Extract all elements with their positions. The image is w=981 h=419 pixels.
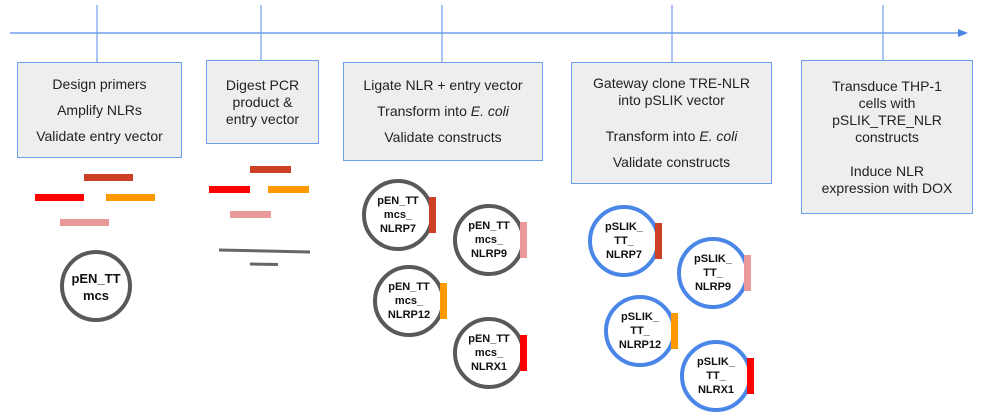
pslik-construct-label-line: pSLIK_: [697, 356, 735, 368]
digested-fragment-nlrp9: [230, 211, 271, 218]
entry-construct-label-line: pEN_TT: [388, 281, 430, 293]
step-box-5: Transduce THP-1 cells with pSLIK_TRE_NLR…: [801, 60, 973, 214]
entry-construct-label-nlrp12: pEN_TT mcs_ NLRP12: [374, 280, 444, 322]
step-1-line-2: Amplify NLRs: [57, 101, 142, 118]
step-box-2: Digest PCR product & entry vector: [206, 60, 319, 144]
pslik-construct-insert-nlrx1: [747, 358, 754, 394]
step-5-line-4: constructs: [855, 128, 919, 145]
arrow-right-icon: [958, 29, 968, 37]
entry-construct-label-line: mcs_: [474, 234, 504, 246]
entry-vector-plasmid: [60, 250, 132, 322]
pslik-construct-label-nlrp12: pSLIK_ TT_ NLRP12: [605, 310, 675, 352]
entry-vector-label-line-2: mcs: [82, 288, 110, 303]
entry-construct-label-line: pEN_TT: [377, 195, 419, 207]
entry-construct-label-line: NLRX1: [470, 361, 508, 373]
entry-construct-insert-nlrx1: [520, 335, 527, 371]
step-4-line-1: Gateway clone TRE-NLR: [593, 75, 750, 91]
step-5-line-6: expression with DOX: [821, 179, 953, 196]
entry-construct-label-line: NLRP9: [470, 248, 508, 260]
step-4-line-2: into pSLIK vector: [618, 92, 725, 108]
step-4-organism: E. coli: [699, 128, 738, 144]
digested-vector-stuffer: [249, 262, 279, 266]
pcr-fragment-nlrp9: [60, 219, 109, 226]
pslik-construct-label-line: NLRP12: [618, 339, 662, 351]
pslik-construct-label-line: NLRX1: [697, 384, 735, 396]
step-3-line-2: Transform into E. coli: [377, 103, 509, 120]
step-5-line-3: pSLIK_TRE_NLR: [832, 111, 942, 128]
entry-vector-label-line-1: pEN_TT: [71, 271, 121, 286]
step-4-line-3: Transform into E. coli: [606, 128, 738, 145]
step-1-line-1: Design primers: [52, 75, 147, 92]
step-1-line-3: Validate entry vector: [36, 127, 163, 144]
pslik-construct-label-line: TT_: [614, 235, 634, 247]
entry-construct-label-nlrp7: pEN_TT mcs_ NLRP7: [363, 194, 433, 236]
entry-construct-insert-nlrp12: [440, 283, 447, 319]
step-3-organism: E. coli: [470, 103, 509, 119]
step-3-line-1: Ligate NLR + entry vector: [363, 77, 523, 93]
step-2-line-3: entry vector: [225, 110, 300, 127]
step-5-line-5: Induce NLR: [850, 162, 924, 179]
step-3-line-2-text: Transform into: [377, 103, 471, 119]
step-box-1: Design primers Amplify NLRs Validate ent…: [17, 62, 182, 158]
pslik-construct-label-line: pSLIK_: [605, 221, 643, 233]
digested-fragment-nlrp12: [268, 186, 309, 193]
entry-construct-insert-nlrp9: [520, 222, 527, 258]
step-box-3: Ligate NLR + entry vector Transform into…: [343, 62, 543, 161]
entry-construct-label-line: mcs_: [383, 209, 413, 221]
pslik-construct-label-nlrx1: pSLIK_ TT_ NLRX1: [681, 355, 751, 397]
step-5-line-1: Transduce THP-1: [832, 77, 942, 94]
pcr-fragment-nlrx1: [35, 194, 84, 201]
pslik-construct-label-line: pSLIK_: [694, 253, 732, 265]
pslik-construct-label-line: TT_: [630, 325, 650, 337]
entry-construct-label-line: NLRP12: [387, 309, 431, 321]
step-2-line-2: product &: [232, 93, 293, 110]
step-box-4: Gateway clone TRE-NLR into pSLIK vector …: [571, 62, 772, 184]
entry-construct-label-nlrp9: pEN_TT mcs_ NLRP9: [454, 219, 524, 261]
step-3-line-3: Validate constructs: [384, 129, 502, 145]
pcr-fragment-nlrp7: [84, 174, 133, 181]
pslik-construct-label-nlrp7: pSLIK_ TT_ NLRP7: [589, 220, 659, 262]
pslik-construct-label-nlrp9: pSLIK_ TT_ NLRP9: [678, 252, 748, 294]
entry-construct-label-line: mcs_: [474, 347, 504, 359]
pslik-construct-label-line: NLRP7: [605, 249, 643, 261]
pcr-fragment-nlrp12: [106, 194, 155, 201]
entry-construct-label-line: pEN_TT: [468, 333, 510, 345]
entry-construct-label-nlrx1: pEN_TT mcs_ NLRX1: [454, 332, 524, 374]
pslik-construct-label-line: pSLIK_: [621, 311, 659, 323]
step-4-line-4: Validate constructs: [612, 154, 731, 170]
digested-vector-backbone: [218, 248, 311, 254]
step-4-line-3-text: Transform into: [605, 128, 700, 144]
pslik-construct-label-line: TT_: [703, 267, 723, 279]
pslik-construct-label-line: TT_: [706, 370, 726, 382]
entry-construct-label-line: NLRP7: [379, 223, 417, 235]
digested-fragment-nlrp7: [250, 166, 291, 173]
digested-fragment-nlrx1: [209, 186, 250, 193]
pslik-construct-label-line: NLRP9: [694, 281, 732, 293]
entry-construct-insert-nlrp7: [429, 197, 436, 233]
pslik-construct-insert-nlrp7: [655, 223, 662, 259]
entry-construct-label-line: pEN_TT: [468, 220, 510, 232]
step-5-line-2: cells with: [858, 94, 916, 111]
entry-construct-label-line: mcs_: [394, 295, 424, 307]
pslik-construct-insert-nlrp9: [744, 255, 751, 291]
pslik-construct-insert-nlrp12: [671, 313, 678, 349]
entry-vector-label: pEN_TT mcs: [61, 270, 131, 304]
step-2-line-1: Digest PCR: [225, 76, 300, 93]
